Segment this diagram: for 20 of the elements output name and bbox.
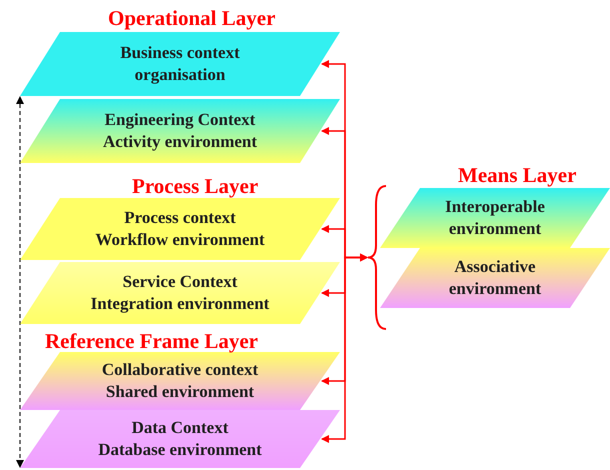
range-arrow [16, 96, 24, 468]
layer-text: Integration environment [90, 293, 270, 315]
curly-brace [366, 185, 386, 330]
layer-text: Workflow environment [95, 229, 265, 251]
layer-text: Interoperable environment [444, 196, 546, 240]
layer-text: Collaborative context [102, 359, 258, 381]
layer-text: Engineering Context [104, 109, 256, 131]
layer-heading: Means Layer [458, 163, 576, 187]
layer-text: Shared environment [106, 381, 254, 403]
layer-text: Associative environment [448, 256, 542, 300]
layer-text: Service Context [122, 271, 238, 293]
layer-text: Activity environment [102, 131, 258, 153]
layer-heading: Operational Layer [108, 6, 276, 30]
layer-text: Database environment [98, 439, 262, 461]
arrow [321, 254, 368, 443]
layer-text: Data Context [132, 417, 228, 439]
layer-heading: Process Layer [132, 174, 258, 198]
layer-text: Process context [124, 207, 236, 229]
layer-heading: Reference Frame Layer [45, 329, 258, 353]
layer-text: Business context organisation [119, 42, 241, 86]
